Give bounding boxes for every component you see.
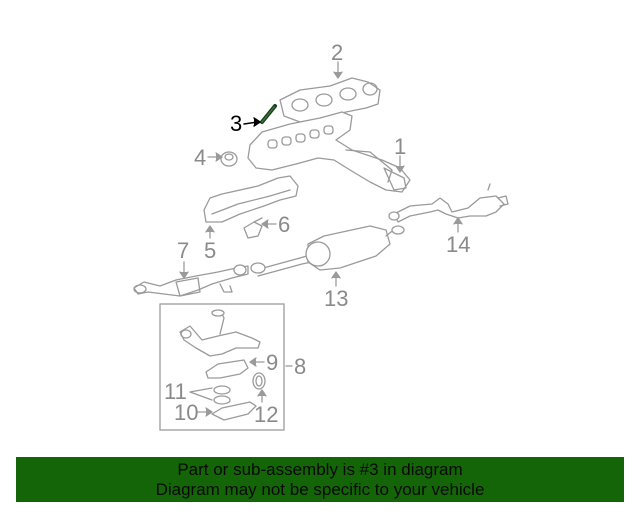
part-info-banner: Part or sub-assembly is #3 in diagram Di… <box>16 457 624 502</box>
part-7-front-pipe[interactable] <box>133 264 249 297</box>
banner-line-part-number: Part or sub-assembly is #3 in diagram <box>177 460 463 479</box>
part-9-converter[interactable] <box>205 359 249 379</box>
part-1-manifold[interactable] <box>247 111 411 193</box>
callout-1[interactable]: 1 <box>394 134 407 159</box>
callout-4[interactable]: 4 <box>194 145 207 170</box>
callout-9[interactable]: 9 <box>266 350 279 375</box>
callout-5[interactable]: 5 <box>204 238 217 263</box>
part-11-gasket[interactable] <box>213 385 231 405</box>
leader-line-3 <box>243 117 261 127</box>
part-8-group-box <box>159 303 285 431</box>
exhaust-parts-diagram: 2 3 1 4 5 6 7 8 9 10 11 12 13 14 <box>133 40 509 431</box>
callout-7[interactable]: 7 <box>177 238 190 263</box>
callout-8[interactable]: 8 <box>294 354 307 379</box>
part-12-gasket[interactable] <box>252 372 266 390</box>
callout-10[interactable]: 10 <box>174 400 199 425</box>
banner-line-disclaimer: Diagram may not be specific to your vehi… <box>155 480 485 499</box>
callout-14[interactable]: 14 <box>446 232 471 257</box>
part-6-bolt[interactable] <box>243 217 263 239</box>
callout-6[interactable]: 6 <box>278 212 291 237</box>
diagram-drawing <box>133 61 509 431</box>
leader-lines <box>179 61 463 417</box>
part-10-shield[interactable] <box>211 401 257 421</box>
callout-2[interactable]: 2 <box>331 40 344 65</box>
callout-12[interactable]: 12 <box>254 402 279 427</box>
part-13-muffler[interactable] <box>250 225 405 277</box>
part-3-stud[interactable] <box>260 104 277 124</box>
callout-11[interactable]: 11 <box>164 379 187 404</box>
callout-3[interactable]: 3 <box>230 111 243 136</box>
part-14-tailpipe[interactable] <box>388 183 509 223</box>
part-4-nut[interactable] <box>220 151 238 167</box>
callout-13[interactable]: 13 <box>324 286 349 311</box>
part-8-assembly[interactable] <box>179 309 261 357</box>
part-5-heat-shield[interactable] <box>203 175 299 223</box>
